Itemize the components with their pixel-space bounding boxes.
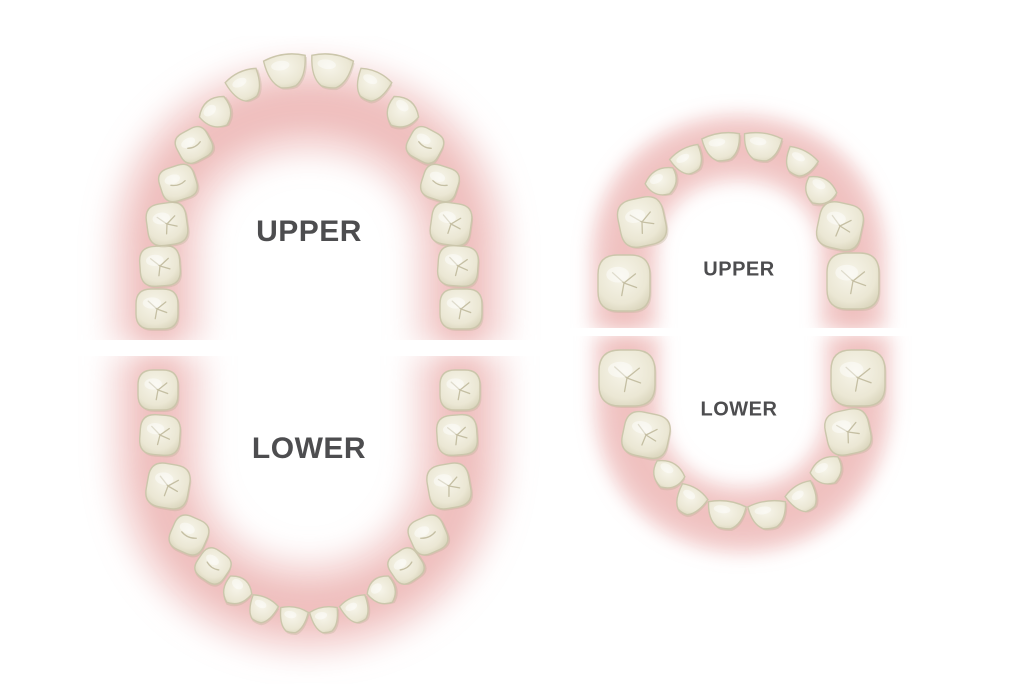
- adult-lower-gum: [115, 356, 503, 651]
- child-upper-tooth-6: [743, 131, 784, 164]
- adult-lower-tooth-8: [279, 605, 310, 635]
- child-upper-tooth-10: [826, 252, 881, 311]
- child-upper-label: UPPER: [703, 258, 775, 281]
- child-lower-tooth-8: [809, 455, 844, 485]
- teeth-layer: [135, 53, 887, 635]
- adult-lower-tooth-13: [407, 514, 451, 557]
- child-lower-tooth-9: [824, 408, 874, 457]
- adult-lower-tooth-5: [194, 547, 232, 587]
- adult-lower-tooth-11: [366, 575, 398, 605]
- child-lower-tooth-5: [707, 499, 748, 532]
- adult-lower-tooth-7: [249, 594, 280, 626]
- adult-upper-tooth-9: [311, 53, 355, 91]
- adult-upper-tooth-1: [135, 288, 180, 331]
- adult-upper-tooth-16: [439, 288, 484, 331]
- adult-lower-tooth-16: [439, 369, 482, 412]
- adult-lower-label: LOWER: [251, 432, 367, 465]
- adult-lower-tooth-9: [308, 605, 340, 635]
- adult-upper-tooth-14: [429, 201, 474, 248]
- adult-lower-tooth-4: [168, 514, 210, 558]
- adult-upper-tooth-2: [138, 244, 182, 289]
- child-lower-tooth-6: [747, 499, 788, 531]
- adult-upper-tooth-7: [224, 67, 262, 103]
- adult-lower-tooth-10: [338, 594, 371, 625]
- child-upper-tooth-7: [785, 145, 820, 179]
- adult-lower-tooth-1: [137, 369, 180, 412]
- adult-lower-tooth-2: [138, 413, 182, 458]
- adult-upper-label: UPPER: [256, 215, 362, 248]
- child-lower-tooth-2: [621, 410, 672, 461]
- child-upper-tooth-5: [701, 131, 742, 163]
- child-lower-tooth-10: [830, 349, 887, 408]
- adult-upper-tooth-10: [356, 67, 393, 104]
- gum-layer: [114, 64, 891, 651]
- child-lower-tooth-3: [653, 459, 686, 491]
- adult-upper-tooth-8: [262, 53, 307, 90]
- adult-upper-tooth-15: [436, 244, 480, 289]
- child-upper-tooth-1: [597, 254, 652, 313]
- child-upper-tooth-4: [668, 143, 704, 176]
- child-lower-tooth-4: [676, 482, 709, 518]
- adult-upper-tooth-3: [145, 201, 190, 248]
- adult-upper-tooth-11: [386, 95, 420, 130]
- adult-upper-tooth-6: [198, 95, 234, 128]
- adult-upper-tooth-12: [405, 125, 445, 166]
- adult-upper-tooth-13: [419, 163, 461, 205]
- child-lower-tooth-1: [598, 349, 657, 408]
- child-upper-tooth-2: [616, 196, 669, 249]
- adult-upper-tooth-5: [174, 125, 216, 165]
- child-upper-tooth-8: [805, 175, 838, 207]
- adult-lower-tooth-3: [145, 462, 192, 512]
- adult-lower-tooth-12: [387, 547, 427, 586]
- adult-lower-tooth-15: [435, 413, 479, 458]
- child-lower-tooth-7: [784, 479, 819, 513]
- child-upper-tooth-9: [815, 201, 865, 253]
- child-lower-label: LOWER: [700, 398, 778, 421]
- adult-lower-tooth-6: [222, 575, 253, 607]
- adult-upper-tooth-4: [157, 163, 200, 204]
- child-upper-tooth-3: [644, 166, 679, 196]
- adult-lower-tooth-14: [426, 462, 473, 511]
